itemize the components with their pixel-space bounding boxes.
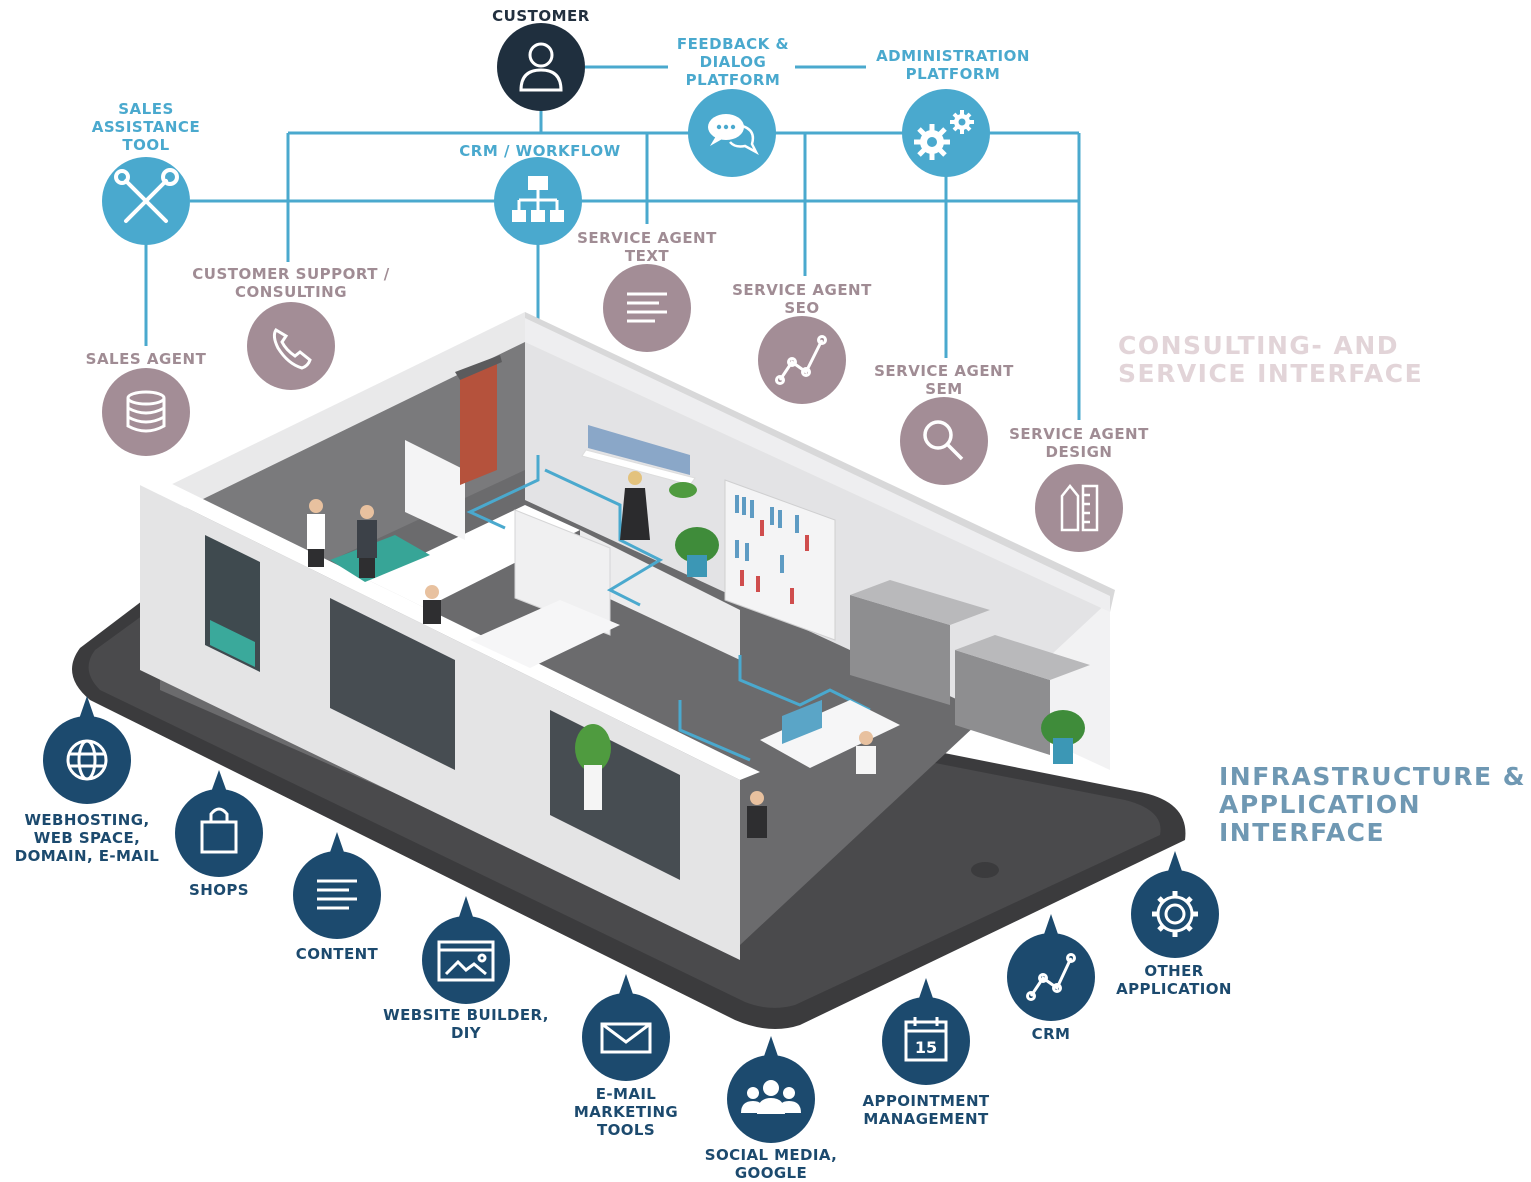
line-chart-icon [775, 335, 827, 385]
pencil-ruler-icon [1060, 483, 1099, 532]
network-cabling [466, 455, 871, 762]
infra-label-other-application: OTHER APPLICATION [1116, 962, 1232, 998]
plants [575, 482, 1085, 810]
service-seo-label: SERVICE AGENT SEO [732, 281, 872, 317]
calendar-icon [904, 1017, 948, 1062]
administration-node [902, 89, 990, 177]
crm-workflow-node [494, 157, 582, 245]
browser-image-icon [437, 940, 495, 982]
infra-label-webhosting: WEBHOSTING, WEB SPACE, DOMAIN, E-MAIL [14, 811, 160, 865]
globe-icon [66, 739, 108, 781]
pin-webhosting [43, 696, 131, 804]
desk [470, 600, 620, 668]
gears-icon [914, 110, 974, 160]
feedback-label: FEEDBACK & DIALOG PLATFORM [676, 35, 790, 89]
feedback-node [688, 89, 776, 177]
customer-node [497, 23, 585, 111]
home-button [971, 862, 999, 878]
text-lines-icon [317, 879, 357, 910]
customer-support-label: CUSTOMER SUPPORT / CONSULTING [192, 265, 390, 301]
infra-label-website-builder: WEBSITE BUILDER, DIY [383, 1006, 549, 1042]
pin-content [293, 832, 381, 939]
pin-appointment: 15 [882, 978, 970, 1085]
pin-crm [1007, 914, 1095, 1021]
infra-label-social-media: SOCIAL MEDIA, GOOGLE [704, 1146, 838, 1182]
window [330, 598, 455, 770]
sales-assistance-label: SALES ASSISTANCE TOOL [91, 100, 201, 154]
infra-label-shops: SHOPS [189, 881, 249, 899]
service-design-node [1035, 464, 1123, 552]
sales-assistance-node [102, 157, 190, 245]
gear-icon [1152, 891, 1198, 937]
text-lines-icon [627, 292, 667, 323]
door [460, 360, 497, 485]
office-illustration [72, 312, 1186, 1029]
chat-bubbles-icon [708, 114, 759, 156]
service-seo-node [758, 316, 846, 404]
back-wall-left [160, 312, 525, 520]
pin-email-marketing [582, 974, 670, 1081]
envelope-icon [600, 1022, 652, 1054]
cabinet [850, 595, 950, 705]
service-text-label: SERVICE AGENT TEXT [577, 229, 717, 265]
hierarchy-icon [512, 176, 564, 222]
wardrobe [514, 509, 611, 636]
infrastructure-interface-title: INFRASTRUCTURE & APPLICATION INTERFACE [1219, 762, 1527, 847]
customer-label: CUSTOMER [492, 7, 590, 25]
phone-icon [272, 327, 312, 370]
infra-label-content: CONTENT [295, 945, 379, 963]
service-sem-node [900, 397, 988, 485]
crm-workflow-label: CRM / WORKFLOW [459, 142, 621, 160]
user-icon [519, 42, 563, 92]
line-chart-icon [1026, 953, 1076, 1001]
sales-agent-label: SALES AGENT [85, 350, 207, 368]
customer-support-node [247, 302, 335, 390]
magnifier-icon [923, 420, 964, 461]
database-icon [126, 390, 166, 433]
administration-label: ADMINISTRATION PLATFORM [876, 47, 1030, 83]
sales-agent-node [102, 368, 190, 456]
pin-shops [175, 770, 263, 877]
pin-other-application [1131, 851, 1219, 958]
pin-website-builder [422, 896, 510, 1004]
consulting-interface-title: CONSULTING- AND SERVICE INTERFACE [1118, 331, 1424, 388]
service-sem-label: SERVICE AGENT SEM [874, 362, 1014, 398]
service-design-label: SERVICE AGENT DESIGN [1009, 425, 1149, 461]
desk [760, 700, 900, 768]
calendar-day: 15 [915, 1038, 937, 1057]
service-text-node [603, 264, 691, 352]
tools-icon [114, 168, 179, 223]
shopping-bag-icon [200, 807, 238, 854]
cabinet [955, 650, 1050, 755]
pin-social-media [727, 1036, 815, 1143]
people-group-icon [741, 1080, 801, 1114]
infra-label-appointment: APPOINTMENT MANAGEMENT [862, 1092, 990, 1128]
infra-label-crm: CRM [1031, 1025, 1071, 1043]
office-people [307, 471, 876, 838]
infra-label-email-marketing: E-MAIL MARKETING TOOLS [573, 1085, 679, 1139]
